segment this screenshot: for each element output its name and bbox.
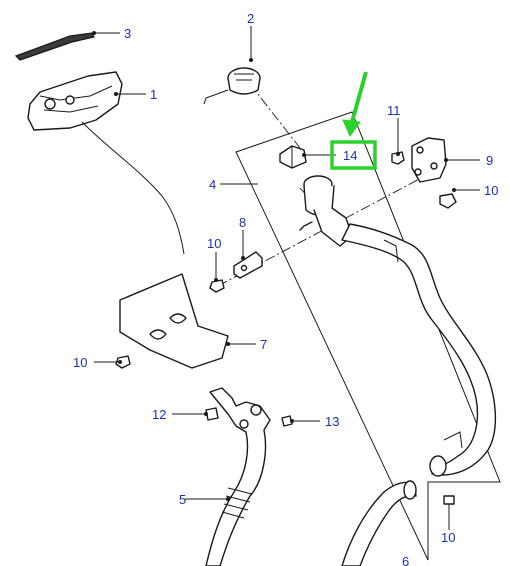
highlight-box [330, 140, 377, 170]
alignment-line [249, 83, 301, 149]
part-8-bracket [233, 251, 263, 279]
callout-7: 7 [260, 337, 267, 352]
part-12-clip [205, 407, 219, 421]
callout-14: 14 [343, 148, 357, 163]
callout-10b: 10 [207, 236, 221, 251]
callout-6: 6 [402, 554, 409, 566]
part-14-filler-seal [279, 145, 307, 169]
callout-3: 3 [124, 26, 131, 41]
callout-10a: 10 [484, 183, 498, 198]
part-11-nut [391, 151, 405, 165]
callout-1: 1 [150, 87, 157, 102]
part-4-filler-neck [299, 175, 497, 477]
callout-5: 5 [179, 492, 186, 507]
highlight-arrow [342, 71, 368, 138]
callout-9: 9 [486, 153, 493, 168]
callout-10c: 10 [73, 355, 87, 370]
callout-4: 4 [209, 177, 216, 192]
callout-8: 8 [239, 215, 246, 230]
callout-11: 11 [387, 103, 401, 118]
part-3-strip [14, 32, 95, 61]
callout-12: 12 [152, 407, 166, 422]
part-2-filler-cap [203, 67, 261, 105]
part-1-heat-shield [27, 71, 185, 255]
part-5-breather-hose [205, 387, 271, 566]
part-10-clip-c [115, 355, 131, 369]
part-6-lower-hose [341, 480, 417, 566]
callout-13: 13 [325, 414, 339, 429]
part-10-clip-b [209, 279, 225, 293]
part-10-clip-a [439, 193, 457, 209]
part-7-shield-plate [119, 273, 229, 369]
part-9-bracket [411, 137, 447, 183]
part-13-nut [281, 415, 293, 427]
part-10-clip-d [443, 495, 455, 512]
callout-10d: 10 [441, 530, 455, 545]
callout-2: 2 [247, 11, 254, 26]
